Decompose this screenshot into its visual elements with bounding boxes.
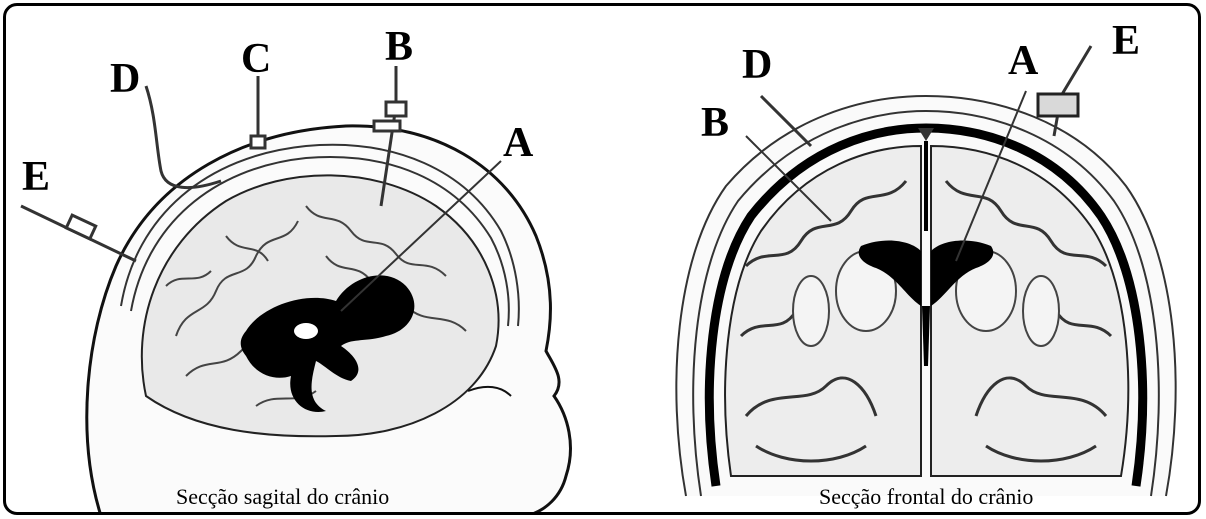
label-c: C: [241, 38, 271, 80]
sagittal-section-panel: A B C D E Secção sagital do crânio: [6, 6, 606, 512]
label-a: A: [1008, 40, 1038, 82]
sagittal-caption: Secção sagital do crânio: [176, 484, 389, 510]
label-d: D: [110, 58, 140, 100]
label-e: E: [22, 156, 50, 198]
figure-frame: A B C D E Secção sagital do crânio: [3, 3, 1201, 515]
label-b: B: [385, 26, 413, 68]
label-d: D: [742, 44, 772, 86]
frontal-caption: Secção frontal do crânio: [819, 484, 1033, 510]
label-e: E: [1112, 20, 1140, 62]
sagittal-skull-illustration: [6, 6, 606, 515]
frontal-section-panel: A B D E Secção frontal do crânio: [606, 6, 1198, 512]
label-b: B: [701, 102, 729, 144]
frontal-skull-illustration: [606, 6, 1198, 515]
label-a: A: [503, 122, 533, 164]
